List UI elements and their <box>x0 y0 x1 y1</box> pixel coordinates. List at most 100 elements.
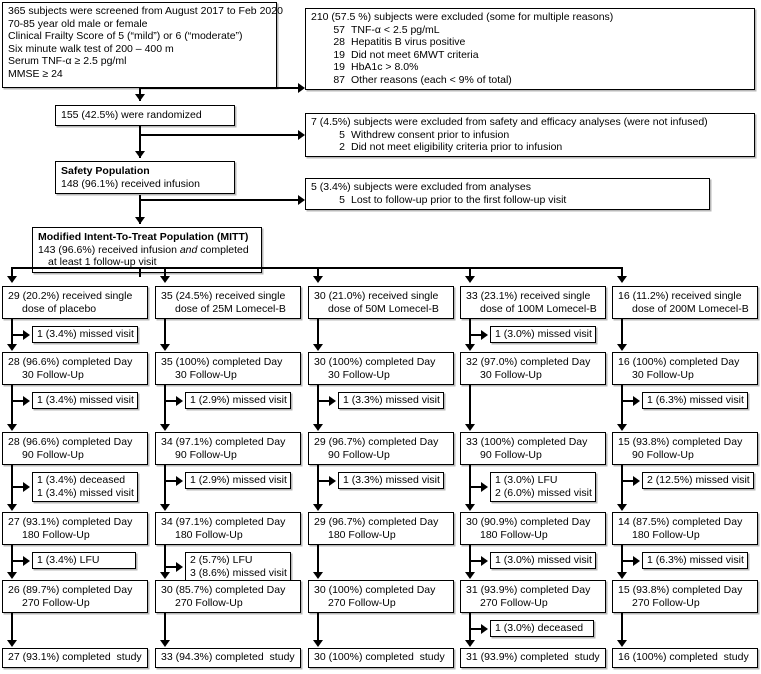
arm-dropout-box-50M-1: 1 (3.3%) missed visit <box>338 392 444 409</box>
arrowhead-step-100M-3 <box>465 572 475 579</box>
connector-dropout-100M-2 <box>470 486 482 488</box>
arm-completed-study-box-200M: 16 (100%) completed study <box>612 648 758 668</box>
screening-line-5: MMSE ≥ 24 <box>8 67 63 80</box>
arm-dropout-line-100M-2-0: 1 (3.0%) LFU <box>495 474 558 486</box>
mitt-population-line-1: 143 (96.6%) received infusion and comple… <box>38 244 257 257</box>
exclusion-reason-text: TNF-α < 2.5 pg/mL <box>351 23 440 36</box>
arm-completed-study-line-25M-0: 33 (94.3%) completed study <box>161 651 295 663</box>
screening-exclusions-header: 210 (57.5 %) subjects were excluded (som… <box>311 11 614 23</box>
arm-allocation-line-200M-1: dose of 200M Lomecel-B <box>632 302 749 315</box>
arm-dropout-line-50M-1-0: 1 (3.3%) missed visit <box>343 394 440 406</box>
arm-dropout-box-50M-2: 1 (3.3%) missed visit <box>338 472 444 489</box>
arm-followup-line-50M-2-0: 29 (96.7%) completed Day <box>314 516 439 528</box>
arrowhead-step-50M-0 <box>313 344 323 351</box>
arrowhead-step-50M-1 <box>313 424 323 431</box>
arm-followup-line-placebo-1-1: 90 Follow-Up <box>22 448 84 461</box>
connector-allocation-drop-1 <box>164 268 166 279</box>
arrowhead-allocation-1 <box>160 276 170 283</box>
arrowhead-dropout-100M-2 <box>481 482 488 492</box>
connector-spine-25M-1 <box>164 384 166 426</box>
arrowhead-allocation-4 <box>617 276 627 283</box>
arm-dropout-box-100M-0: 1 (3.0%) missed visit <box>490 326 596 343</box>
connector-spine-200M-2 <box>621 464 623 506</box>
arm-followup-line-25M-0-0: 35 (100%) completed Day <box>161 356 283 368</box>
exclusion-reason-count: 57 <box>333 23 345 36</box>
mitt-line1-a: 143 (96.6%) received infusion <box>38 243 180 256</box>
arrowhead-to-randomized <box>135 94 145 101</box>
arm-allocation-line-100M-1: dose of 100M Lomecel-B <box>480 302 597 315</box>
arrowhead-dropout-placebo-0 <box>23 329 30 340</box>
arm-allocation-line-placebo-0: 29 (20.2%) received single <box>8 290 133 302</box>
connector-spine-50M-1 <box>317 384 319 426</box>
connector-spine-50M-2 <box>317 464 319 506</box>
connector-dropout-placebo-3 <box>12 559 24 562</box>
screening-exclusion-reason-3: 19 HbA1c > 8.0% <box>311 61 750 74</box>
arm-dropout-box-100M-3: 1 (3.0%) missed visit <box>490 552 596 569</box>
connector-allocation-drop-3 <box>469 268 471 279</box>
connector-allocation-drop-2 <box>317 268 319 279</box>
arm-final-dropout-box-100M: 1 (3.0%) deceased <box>490 620 594 637</box>
arm-allocation-line-50M-1: dose of 50M Lomecel-B <box>328 302 439 315</box>
arm-followup-line-100M-0-1: 30 Follow-Up <box>480 368 542 381</box>
arrowhead-step-200M-2 <box>617 504 627 511</box>
arm-followup-line-25M-0-1: 30 Follow-Up <box>175 368 237 381</box>
arm-dropout-box-placebo-0: 1 (3.4%) missed visit <box>32 326 138 343</box>
mitt-exclusions-box: 5 (3.4%) subjects were excluded from ana… <box>305 178 710 210</box>
arm-dropout-box-25M-1: 1 (2.9%) missed visit <box>185 392 291 409</box>
exclusion-reason-text: Withdrew consent prior to infusion <box>351 128 510 141</box>
screening-line-3: Six minute walk test of 200 – 400 m <box>8 42 174 55</box>
exclusion-reason-count: 19 <box>333 61 345 74</box>
arrowhead-dropout-200M-1 <box>633 395 640 406</box>
arm-followup-line-100M-2-0: 30 (90.9%) completed Day <box>466 516 591 528</box>
mitt-exclusions-header: 5 (3.4%) subjects were excluded from ana… <box>311 181 532 193</box>
connector-dropout-100M-0 <box>470 333 482 336</box>
exclusion-reason-count: 28 <box>333 36 345 49</box>
arrowhead-dropout-25M-3 <box>176 562 183 572</box>
screening-line-1: 70-85 year old male or female <box>8 17 148 30</box>
arm-followup-line-200M-1-0: 15 (93.8%) completed Day <box>618 436 743 448</box>
arm-dropout-line-placebo-2-0: 1 (3.4%) deceased <box>37 474 126 486</box>
connector-spine-100M-0 <box>469 318 471 346</box>
arm-followup-line-200M-2-1: 180 Follow-Up <box>632 528 700 541</box>
arm-followup-line-25M-1-0: 34 (97.1%) completed Day <box>161 436 286 448</box>
arm-allocation-line-200M-0: 16 (11.2%) received single <box>618 290 742 302</box>
arm-followup-line-25M-3-0: 30 (85.7%) completed Day <box>161 584 286 596</box>
arrowhead-final-dropout-100M <box>481 623 488 634</box>
arrowhead-dropout-placebo-3 <box>23 555 30 566</box>
arm-allocation-line-100M-0: 33 (23.1%) received single <box>466 290 591 302</box>
connector-spine-final-25M <box>164 612 166 642</box>
arrowhead-to-safety-population <box>135 151 145 158</box>
connector-dropout-25M-1 <box>165 399 177 402</box>
arrowhead-step-200M-3 <box>617 572 627 579</box>
exclusion-reason-text: HbA1c > 8.0% <box>351 61 419 74</box>
arm-dropout-box-200M-2: 2 (12.5%) missed visit <box>642 472 754 489</box>
arm-completed-study-line-200M-0: 16 (100%) completed study <box>618 651 749 663</box>
exclusion-reason-text: Did not meet 6MWT criteria <box>351 48 479 61</box>
arm-dropout-line-25M-3-0: 2 (5.7%) LFU <box>190 554 253 566</box>
exclusion-reason-count: 19 <box>333 48 345 61</box>
connector-dropout-placebo-2 <box>12 486 24 488</box>
arm-dropout-line-placebo-1-0: 1 (3.4%) missed visit <box>37 394 134 406</box>
arm-dropout-line-100M-3-0: 1 (3.0%) missed visit <box>495 554 592 566</box>
connector-spine-final-200M <box>621 612 623 642</box>
exclusion-reason-count: 5 <box>339 193 345 206</box>
arm-followup-line-50M-1-1: 90 Follow-Up <box>328 448 390 461</box>
arrowhead-final-50M <box>313 640 323 647</box>
arm-followup-line-200M-3-0: 15 (93.8%) completed Day <box>618 584 743 596</box>
arm-followup-line-100M-0-0: 32 (97.0%) completed Day <box>466 356 591 368</box>
arrowhead-dropout-200M-2 <box>633 475 640 486</box>
